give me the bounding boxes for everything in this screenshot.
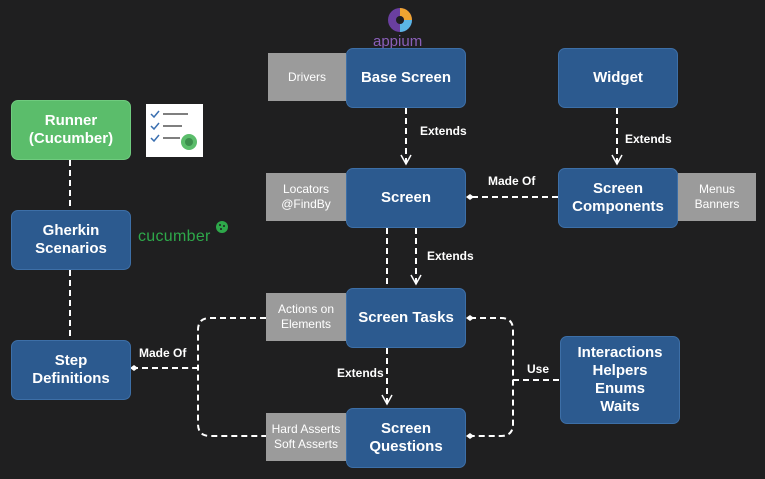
widget-node[interactable]: Widget <box>558 48 678 108</box>
edge-bracket-made-of <box>197 317 266 437</box>
edge-bracket-use <box>466 315 514 439</box>
appium-logo-text: appium <box>373 33 423 50</box>
made-of-label-components: Made Of <box>488 174 536 188</box>
extends-label-screen: Extends <box>427 249 474 263</box>
screen-node[interactable]: Screen <box>346 168 466 228</box>
extends-label-base: Extends <box>420 124 467 138</box>
screen-tasks-node[interactable]: Screen Tasks <box>346 288 466 348</box>
runner-node[interactable]: Runner (Cucumber) <box>11 100 131 160</box>
screen-questions-node[interactable]: Screen Questions <box>346 408 466 468</box>
base-screen-node[interactable]: Base Screen <box>346 48 466 108</box>
menus-tag: Menus Banners <box>678 173 756 221</box>
cucumber-logo-icon <box>216 221 228 233</box>
extends-label-tasks: Extends <box>337 366 384 380</box>
actions-tag: Actions on Elements <box>266 293 346 341</box>
made-of-label-steps: Made Of <box>139 346 187 360</box>
locators-tag: Locators @FindBy <box>266 173 346 221</box>
checklist-icon <box>146 104 203 157</box>
extends-label-widget: Extends <box>625 132 672 146</box>
step-definitions-node[interactable]: Step Definitions <box>11 340 131 400</box>
screen-components-node[interactable]: Screen Components <box>558 168 678 228</box>
gherkin-scenarios-node[interactable]: Gherkin Scenarios <box>11 210 131 270</box>
interactions-node[interactable]: Interactions Helpers Enums Waits <box>560 336 680 424</box>
appium-logo-icon <box>388 8 412 32</box>
cucumber-logo-text: cucumber <box>138 228 211 245</box>
asserts-tag: Hard Asserts Soft Asserts <box>266 413 346 461</box>
drivers-tag: Drivers <box>268 53 346 101</box>
use-label: Use <box>527 362 550 376</box>
